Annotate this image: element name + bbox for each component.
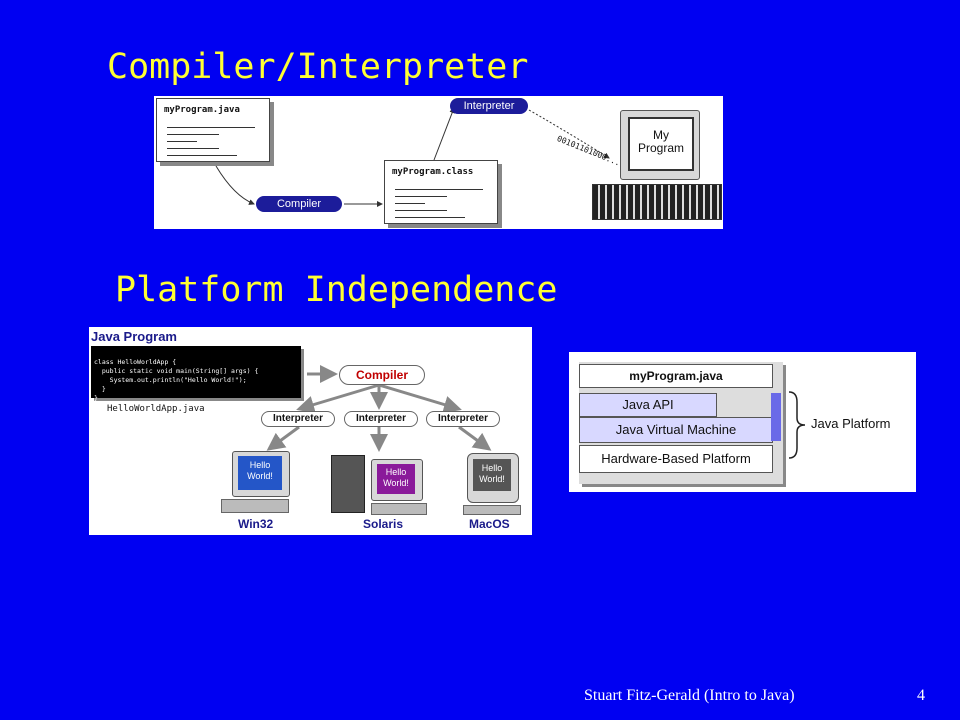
compiler-pill: Compiler	[256, 196, 342, 212]
code-line: }	[94, 394, 98, 402]
code-line: class HelloWorldApp {	[94, 358, 177, 366]
java-file-name: HelloWorldApp.java	[107, 404, 205, 414]
screen-text-program: Program	[637, 141, 684, 155]
win32-keyboard	[221, 499, 289, 513]
interpreter-bubble-macos: Interpreter	[426, 411, 500, 427]
code-line: public static void main(String[] args) {	[94, 367, 259, 375]
code-line: }	[94, 385, 106, 393]
hello-text: Hello	[481, 463, 503, 473]
platform-independence-diagram: Java Program class HelloWorldApp { publi…	[89, 327, 532, 535]
layer-java-api: Java API	[579, 393, 717, 417]
curly-brace-icon	[788, 391, 806, 459]
macos-screen: Hello World!	[473, 459, 511, 491]
screen-text-my: My	[653, 128, 669, 142]
class-file-name: myProgram.class	[392, 167, 474, 177]
compiler-interpreter-diagram: myProgram.java Compiler myProgram.class …	[154, 96, 723, 229]
solaris-screen: Hello World!	[377, 464, 415, 494]
solaris-monitor: Hello World!	[371, 459, 423, 501]
computer-screen: My Program	[628, 117, 694, 171]
layer-jvm: Java Virtual Machine	[579, 417, 773, 443]
page-number: 4	[917, 687, 925, 704]
interpreter-pill: Interpreter	[450, 98, 528, 114]
source-file-name: myProgram.java	[164, 105, 240, 115]
world-text: World!	[247, 471, 273, 481]
os-label-macos: MacOS	[469, 517, 510, 531]
world-text: World!	[383, 478, 409, 488]
java-program-heading: Java Program	[91, 329, 177, 344]
os-label-win32: Win32	[238, 517, 274, 531]
compiler-bubble: Compiler	[339, 365, 425, 385]
computer-monitor: My Program	[620, 110, 700, 180]
layer-hardware-platform: Hardware-Based Platform	[579, 445, 773, 473]
interpreter-bubble-solaris: Interpreter	[344, 411, 418, 427]
hello-text: Hello	[249, 460, 271, 470]
platform-side-bar	[771, 393, 781, 441]
code-listing: class HelloWorldApp { public static void…	[91, 346, 301, 402]
footer-author: Stuart Fitz-Gerald (Intro to Java)	[584, 687, 795, 704]
interpreter-bubble-win32: Interpreter	[261, 411, 335, 427]
world-text: World!	[479, 474, 505, 484]
class-file-doc: myProgram.class	[384, 160, 498, 224]
platform-arrows	[266, 365, 492, 452]
solaris-tower	[331, 455, 365, 513]
win32-monitor: Hello World!	[232, 451, 290, 497]
win32-screen: Hello World!	[238, 456, 282, 490]
code-line: System.out.println("Hello World!");	[94, 376, 247, 384]
compiler-interpreter-title: Compiler/Interpreter	[107, 47, 529, 87]
macos-monitor: Hello World!	[467, 453, 519, 503]
source-file-doc: myProgram.java	[156, 98, 270, 162]
hello-text: Hello	[385, 467, 407, 477]
solaris-keyboard	[371, 503, 427, 515]
layer-my-program: myProgram.java	[579, 364, 773, 388]
java-platform-label: Java Platform	[811, 416, 891, 431]
macos-keyboard	[463, 505, 521, 515]
platform-independence-title: Platform Independence	[115, 270, 558, 310]
java-platform-stack-diagram: myProgram.java Java API Java Virtual Mac…	[569, 352, 916, 492]
keyboard	[592, 184, 722, 220]
diagram-arrows	[215, 107, 610, 207]
os-label-solaris: Solaris	[363, 517, 404, 531]
